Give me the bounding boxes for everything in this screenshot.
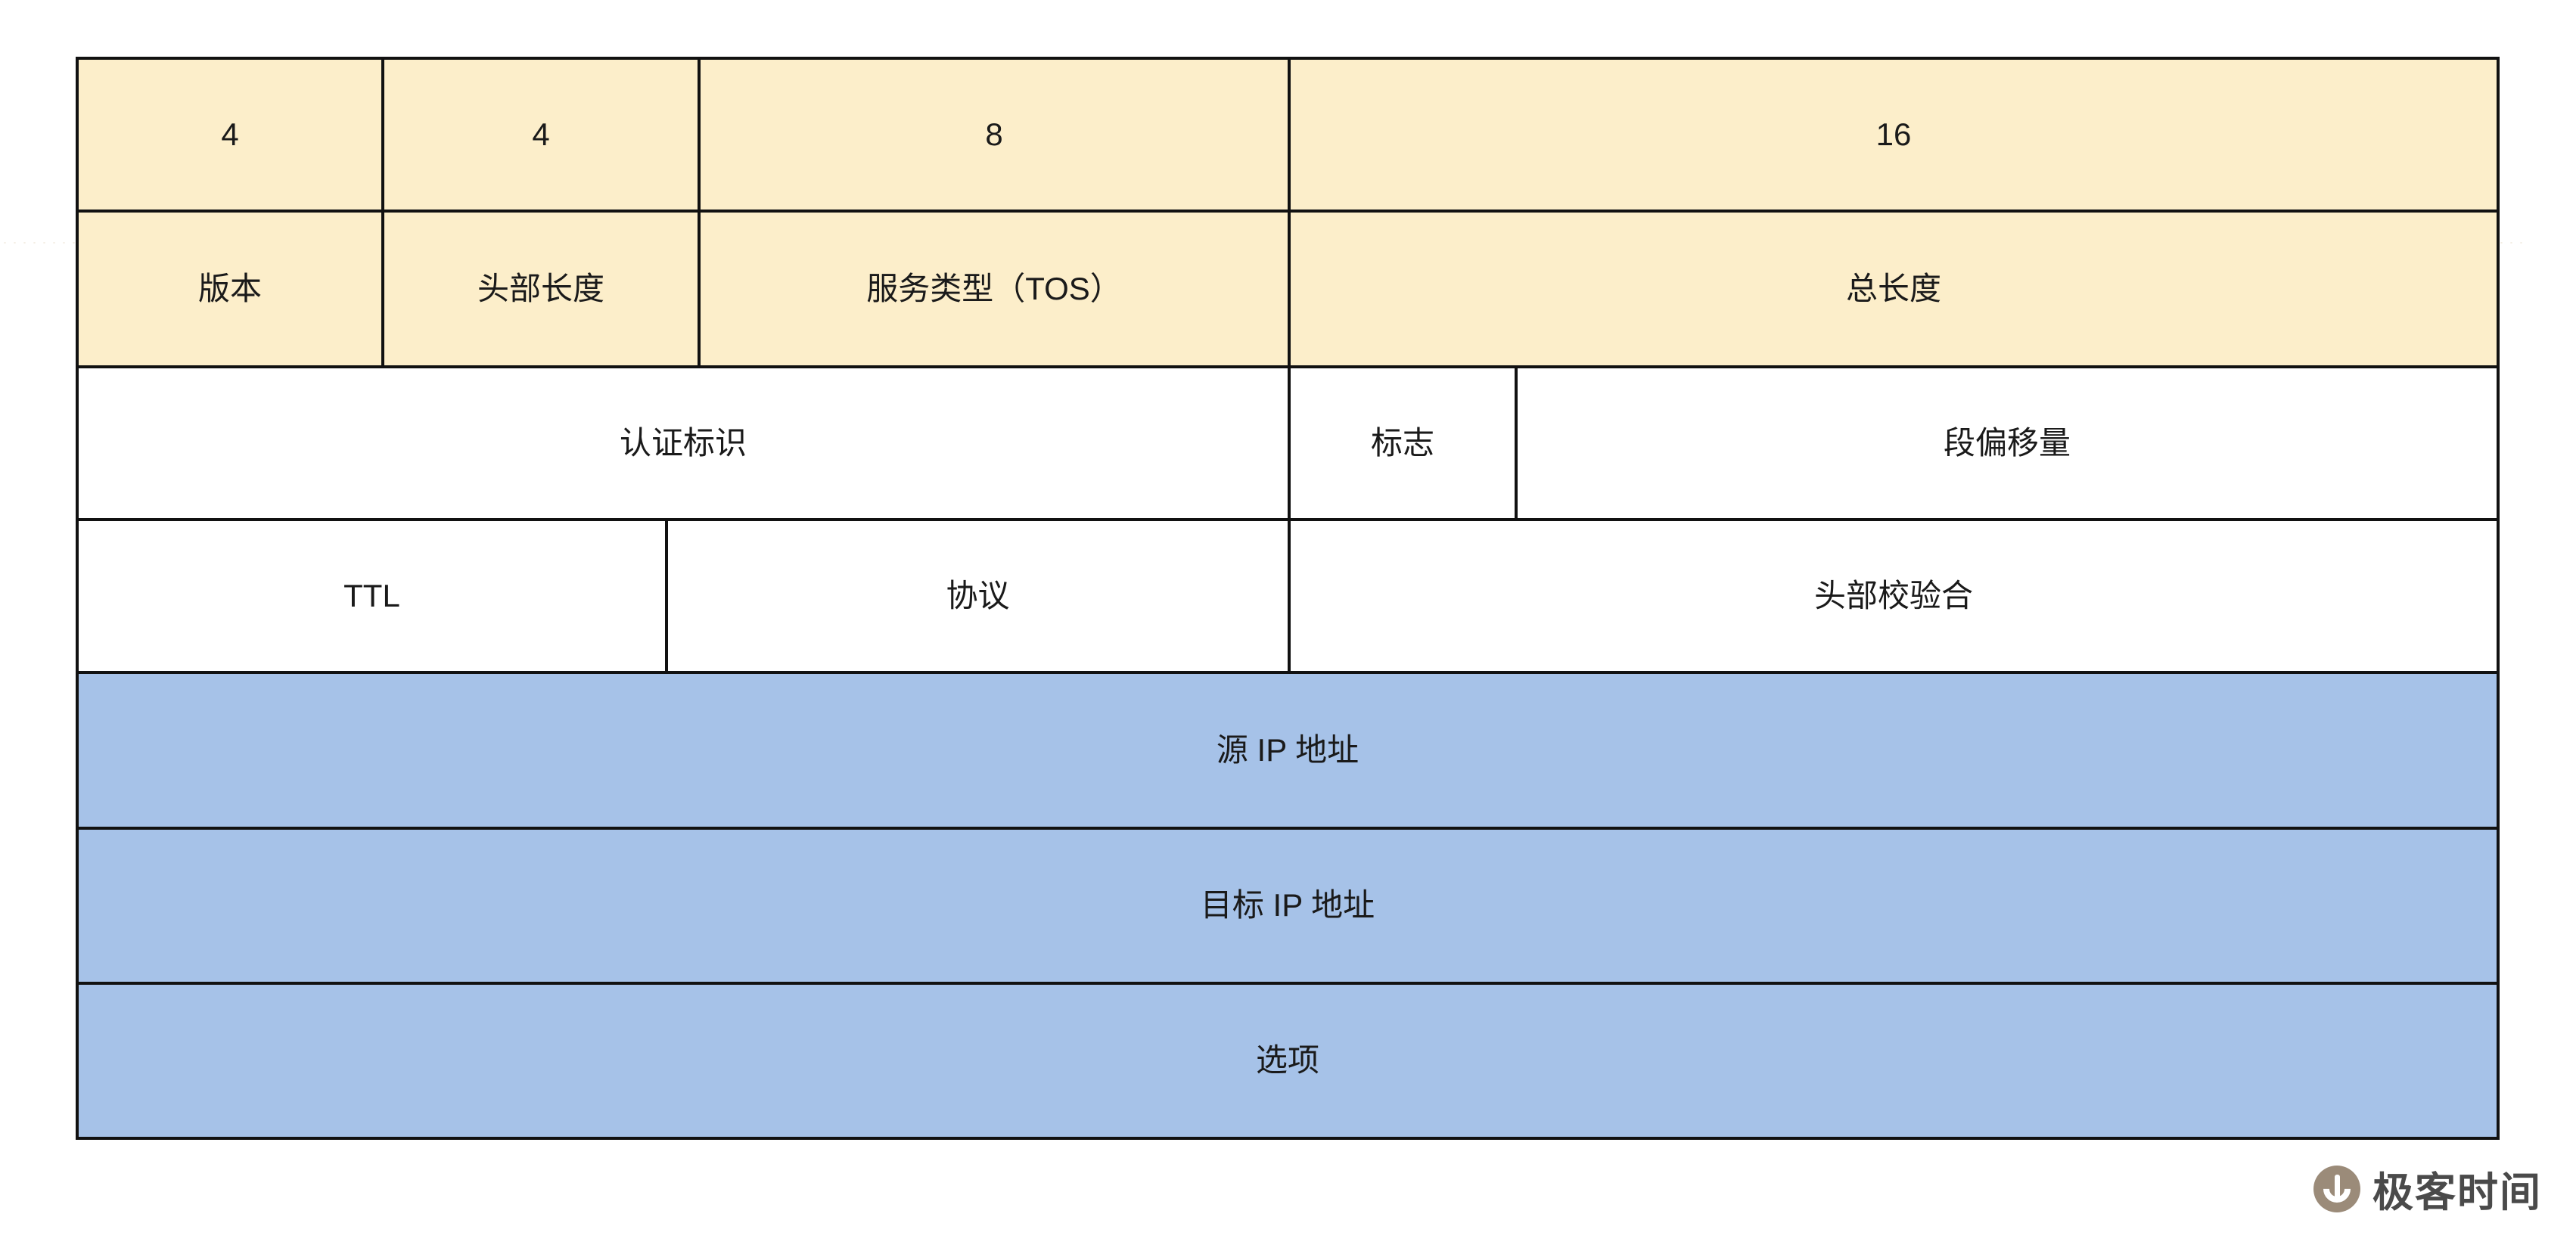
table-row-word-2: 认证标识 标志 段偏移量 — [75, 365, 2500, 522]
cell-bits-header-length: 4 — [381, 56, 701, 213]
brand-logo: 极客时间 — [2313, 1159, 2542, 1218]
cell-header-checksum: 头部校验合 — [1288, 518, 2500, 675]
ipv4-header-table: 4 4 8 16 版本 头部长度 服务类型（TOS） 总长度 认证标识 标志 段… — [75, 56, 2500, 1141]
cell-ttl: TTL — [76, 518, 668, 675]
cell-protocol: 协议 — [664, 518, 1291, 675]
cell-header-length: 头部长度 — [381, 210, 701, 368]
table-row-destination-ip: 目标 IP 地址 — [75, 826, 2500, 985]
table-row-bit-sizes: 4 4 8 16 — [76, 56, 2500, 213]
table-row-options: 选项 — [75, 981, 2500, 1141]
cell-flags: 标志 — [1288, 365, 1518, 522]
cell-options: 选项 — [75, 981, 2500, 1141]
cell-fragment-offset: 段偏移量 — [1515, 365, 2500, 522]
table-row-word-3: TTL 协议 头部校验合 — [76, 518, 2500, 675]
cell-source-ip: 源 IP 地址 — [75, 671, 2500, 830]
geektime-logo-icon — [2313, 1165, 2360, 1212]
cell-identification: 认证标识 — [75, 365, 1291, 522]
table-row-word-1: 版本 头部长度 服务类型（TOS） 总长度 — [76, 210, 2500, 368]
cell-bits-version: 4 — [76, 56, 384, 213]
cell-total-length: 总长度 — [1288, 210, 2500, 368]
cell-tos: 服务类型（TOS） — [698, 210, 1291, 368]
brand-name: 极客时间 — [2372, 1170, 2542, 1215]
cell-destination-ip: 目标 IP 地址 — [75, 826, 2500, 985]
cell-version: 版本 — [76, 210, 384, 368]
cell-bits-total-length: 16 — [1288, 56, 2500, 213]
cell-bits-tos: 8 — [698, 56, 1291, 213]
table-row-source-ip: 源 IP 地址 — [75, 671, 2500, 830]
